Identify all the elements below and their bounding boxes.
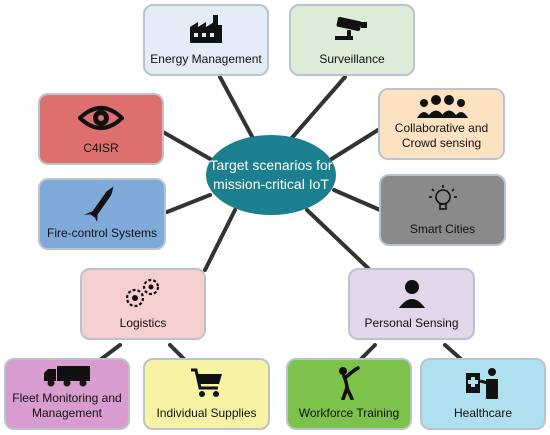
center-title-line-1: Target scenarios for — [209, 157, 333, 173]
node-fire-control-systems: Fire-control Systems — [38, 178, 166, 250]
connector-c4isr — [161, 130, 214, 162]
connector-personal — [305, 208, 372, 272]
eye-icon — [78, 106, 124, 130]
gears-icon — [125, 278, 160, 308]
connector-logistics — [203, 208, 237, 272]
node-healthcare: Healthcare — [420, 358, 546, 430]
node-fleet-monitoring: Fleet Monitoring and Management — [4, 358, 130, 430]
connector-surveillance — [288, 75, 347, 142]
connector-energy — [218, 75, 257, 144]
connector-fire — [165, 193, 212, 214]
node-label: Personal Sensing — [364, 316, 459, 330]
node-label: Smart Cities — [409, 222, 476, 236]
truck-icon — [44, 365, 90, 386]
node-label: Surveillance — [319, 52, 385, 66]
node-label: Healthcare — [453, 406, 513, 420]
connector-supplies — [168, 343, 187, 362]
node-personal-sensing: Personal Sensing — [348, 268, 475, 340]
node-surveillance: Surveillance — [289, 4, 415, 76]
connector-collab — [328, 128, 380, 162]
connector-workforce — [358, 343, 377, 362]
node-smart-cities: Smart Cities — [379, 174, 506, 246]
missile-icon — [83, 186, 114, 221]
node-logistics: Logistics — [80, 268, 206, 340]
person-icon — [398, 280, 425, 308]
connector-smart — [332, 188, 382, 212]
connector-healthcare — [443, 343, 464, 362]
node-label: Fire-control Systems — [46, 226, 158, 240]
connector-fleet — [98, 343, 122, 362]
node-label: Individual Supplies — [156, 406, 257, 420]
node-c4isr: C4ISR — [38, 93, 164, 165]
node-individual-supplies: Individual Supplies — [143, 358, 270, 430]
cctv-camera-icon — [335, 16, 367, 40]
factory-icon — [190, 15, 222, 43]
node-energy-management: Energy Management — [143, 4, 269, 76]
center-title-line-2: mission-critical IoT — [213, 176, 329, 192]
stretching-person-icon — [339, 366, 360, 400]
node-label: C4ISR — [83, 141, 119, 155]
node-label: Fleet Monitoring and Management — [12, 391, 122, 420]
node-workforce-training: Workforce Training — [286, 358, 412, 430]
crowd-icon — [416, 94, 468, 118]
node-label: Energy Management — [150, 52, 262, 66]
center-topic: Target scenarios for mission-critical Io… — [206, 135, 336, 215]
node-collaborative-crowd-sensing: Collaborative and Crowd sensing — [378, 88, 505, 160]
node-label: Logistics — [119, 316, 167, 330]
node-label: Workforce Training — [298, 406, 400, 420]
lightbulb-icon — [428, 185, 457, 210]
shopping-cart-icon — [190, 368, 222, 397]
node-label: Collaborative and Crowd sensing — [394, 121, 489, 150]
medical-care-icon — [466, 368, 498, 399]
